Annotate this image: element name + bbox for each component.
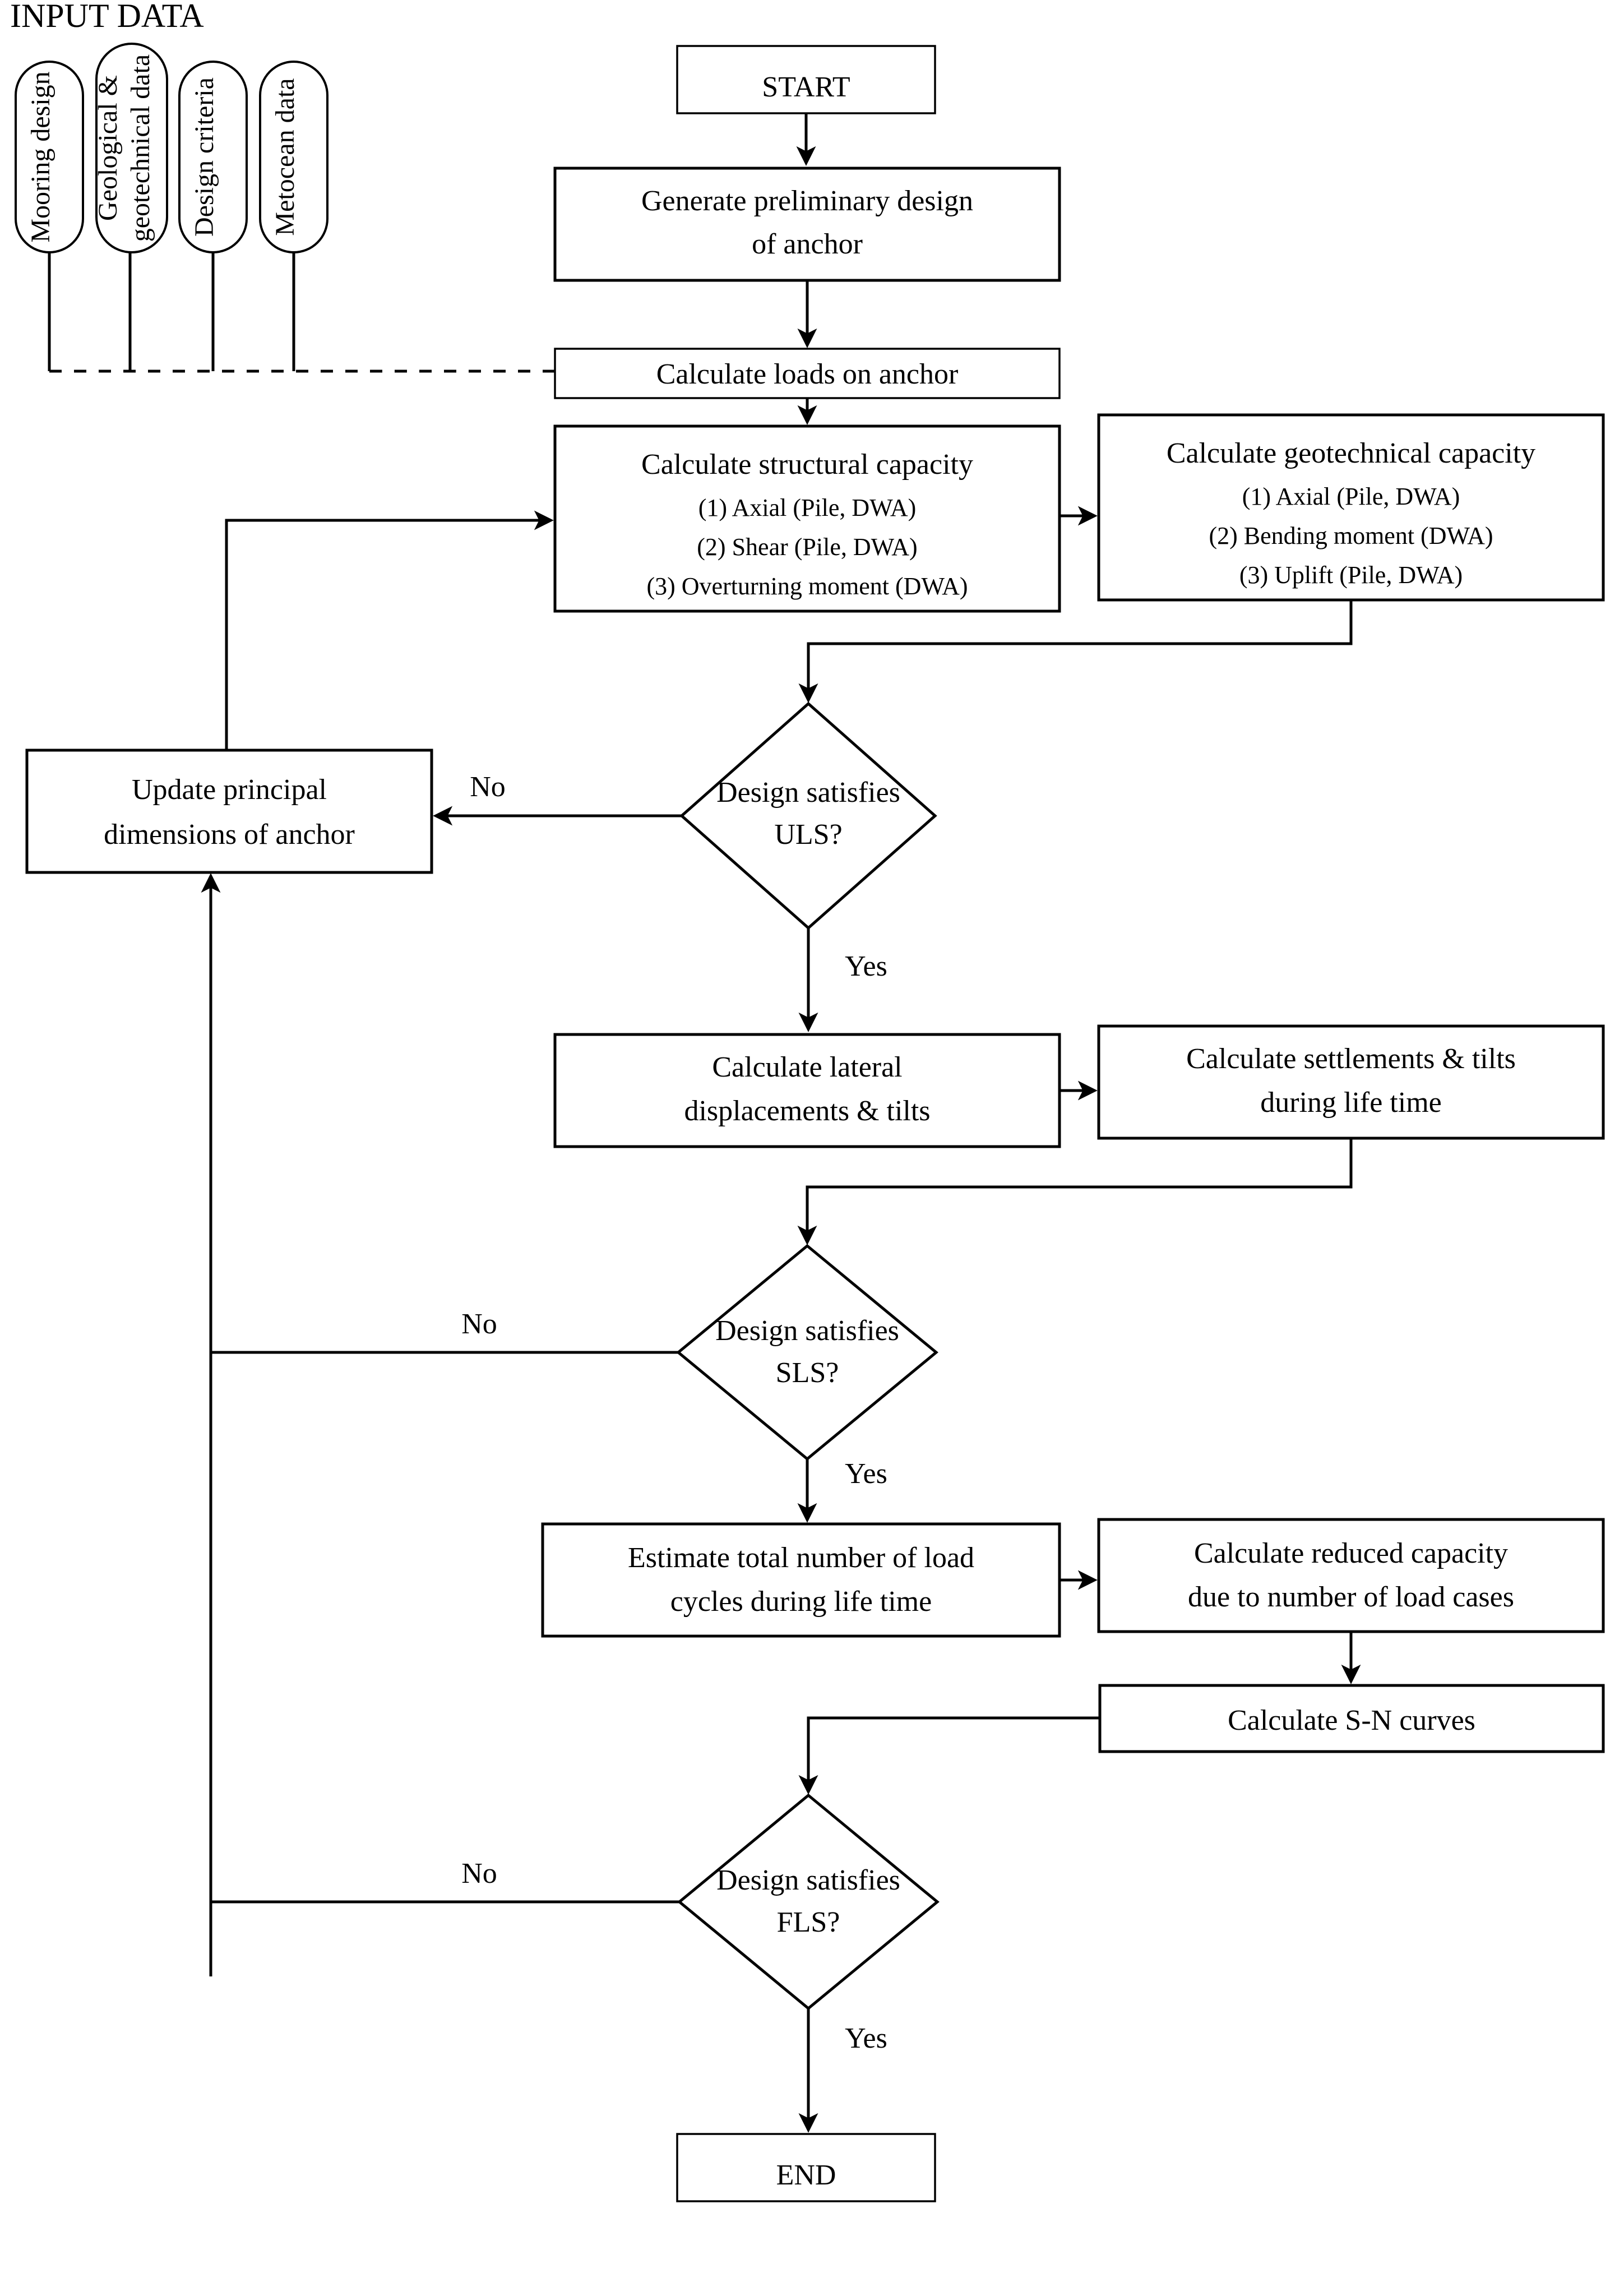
node-update-line1: Update principal xyxy=(132,774,327,806)
edge-label-sls-yes: Yes xyxy=(845,1458,887,1490)
decision-uls-line1: Design satisfies xyxy=(716,777,900,809)
decision-uls[interactable] xyxy=(679,701,937,930)
input-item-label-1a: Geological & xyxy=(93,75,123,221)
decision-fls-line1: Design satisfies xyxy=(716,1864,900,1896)
node-calculate-loads-label: Calculate loads on anchor xyxy=(656,358,959,390)
node-update-principal-dimensions[interactable] xyxy=(25,749,433,874)
node-calculate-lateral-displacements[interactable] xyxy=(553,1033,1061,1148)
node-estimate-load-cycles[interactable] xyxy=(541,1522,1061,1638)
node-calculate-settlements[interactable] xyxy=(1097,1024,1605,1140)
node-cycles-line2: cycles during life time xyxy=(670,1586,932,1618)
node-end-label: END xyxy=(776,2159,836,2191)
input-data-group: Mooring design Geological & geotechnical… xyxy=(15,43,328,253)
edge-sncurves-to-fls xyxy=(798,1716,1100,1795)
edge-label-fls-yes: Yes xyxy=(845,2022,887,2054)
node-start[interactable] xyxy=(676,45,936,114)
node-reduced-line2: due to number of load cases xyxy=(1188,1581,1514,1613)
node-reduced-line1: Calculate reduced capacity xyxy=(1194,1537,1508,1569)
node-structural-title: Calculate structural capacity xyxy=(641,449,973,481)
node-lateral-line2: displacements & tilts xyxy=(684,1095,930,1127)
node-calculate-structural-capacity[interactable] xyxy=(553,424,1061,613)
input-data-connector-ticks xyxy=(48,252,295,371)
node-preliminary-line1: Generate preliminary design xyxy=(641,185,973,217)
input-item-label-3: Metocean data xyxy=(270,78,300,235)
node-end[interactable] xyxy=(676,2133,936,2202)
input-item-label-0: Mooring design xyxy=(26,71,55,242)
node-geotechnical-item-2: (3) Uplift (Pile, DWA) xyxy=(1239,561,1463,589)
decision-fls-line2: FLS? xyxy=(777,1906,840,1938)
node-cycles-line1: Estimate total number of load xyxy=(628,1542,974,1574)
node-start-label: START xyxy=(762,71,850,103)
node-preliminary-line2: of anchor xyxy=(752,228,863,260)
node-settlements-line2: during life time xyxy=(1260,1087,1441,1119)
input-data-heading: INPUT DATA xyxy=(10,0,204,34)
node-structural-item-1: (2) Shear (Pile, DWA) xyxy=(697,533,917,561)
node-geotechnical-title: Calculate geotechnical capacity xyxy=(1167,437,1535,469)
edge-label-uls-yes: Yes xyxy=(845,950,887,982)
edge-update-to-structural xyxy=(225,510,554,750)
node-calculate-geotechnical-capacity[interactable] xyxy=(1097,413,1605,602)
decision-sls-line1: Design satisfies xyxy=(715,1315,899,1347)
edge-fls-no xyxy=(209,1900,679,1976)
edge-label-uls-no: No xyxy=(470,771,506,803)
edge-label-fls-no: No xyxy=(461,1858,497,1890)
edge-settlements-to-sls xyxy=(797,1138,1353,1245)
node-sncurves-label: Calculate S-N curves xyxy=(1228,1704,1475,1736)
decision-sls[interactable] xyxy=(676,1244,938,1461)
edge-label-sls-no: No xyxy=(461,1308,497,1340)
node-geotechnical-item-1: (2) Bending moment (DWA) xyxy=(1209,522,1493,549)
node-structural-item-2: (3) Overturning moment (DWA) xyxy=(646,572,968,600)
node-generate-preliminary-design[interactable] xyxy=(553,167,1061,282)
node-update-line2: dimensions of anchor xyxy=(104,819,355,851)
node-lateral-line1: Calculate lateral xyxy=(712,1051,902,1083)
input-item-label-2: Design criteria xyxy=(189,77,219,237)
decision-uls-line2: ULS? xyxy=(774,819,842,851)
node-calculate-reduced-capacity[interactable] xyxy=(1097,1518,1605,1633)
node-calculate-sn-curves[interactable] xyxy=(1098,1684,1605,1753)
node-calculate-loads[interactable] xyxy=(554,348,1061,399)
node-settlements-line1: Calculate settlements & tilts xyxy=(1186,1043,1516,1075)
input-item-label-1b: geotechnical data xyxy=(126,54,155,242)
node-geotechnical-item-0: (1) Axial (Pile, DWA) xyxy=(1242,483,1460,510)
node-structural-item-0: (1) Axial (Pile, DWA) xyxy=(698,494,917,521)
decision-fls[interactable] xyxy=(677,1793,940,2011)
input-item-geological-geotechnical-data[interactable] xyxy=(95,43,168,253)
decision-sls-line2: SLS? xyxy=(776,1357,839,1389)
edge-geotechnical-to-uls xyxy=(798,600,1353,703)
